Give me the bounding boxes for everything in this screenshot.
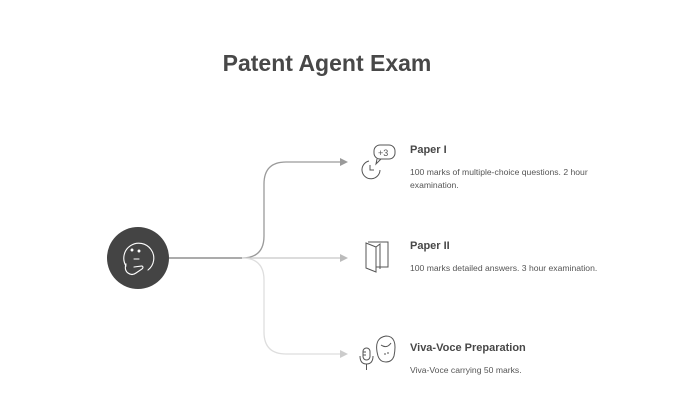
arrow-head-paper-2: [340, 254, 348, 262]
item-title: Paper II: [410, 240, 450, 252]
item-title: Paper I: [410, 144, 447, 156]
arrow-head-viva: [340, 350, 348, 358]
arrow-head-paper-1: [340, 158, 348, 166]
item-paper-1: Paper I 100 marks of multiple-choice que…: [410, 144, 600, 192]
item-description: Viva-Voce carrying 50 marks.: [410, 365, 522, 375]
connector-paper-1: [169, 161, 340, 259]
thinking-face-icon: [123, 242, 155, 276]
microphone-person-icon: [359, 335, 396, 370]
svg-text:+3: +3: [378, 148, 388, 158]
item-viva-voce: Viva-Voce Preparation Viva-Voce carrying…: [410, 342, 600, 377]
connector-viva: [241, 257, 340, 355]
item-description: 100 marks detailed answers. 3 hour exami…: [410, 263, 598, 273]
item-paper-2: Paper II 100 marks detailed answers. 3 h…: [410, 240, 600, 275]
item-description: 100 marks of multiple-choice questions. …: [410, 167, 588, 190]
clock-plus-three-icon: +3: [361, 144, 396, 180]
hub-node: [107, 227, 169, 289]
booklet-icon: [365, 241, 389, 273]
item-title: Viva-Voce Preparation: [410, 342, 526, 354]
page-title: Patent Agent Exam: [222, 50, 432, 76]
